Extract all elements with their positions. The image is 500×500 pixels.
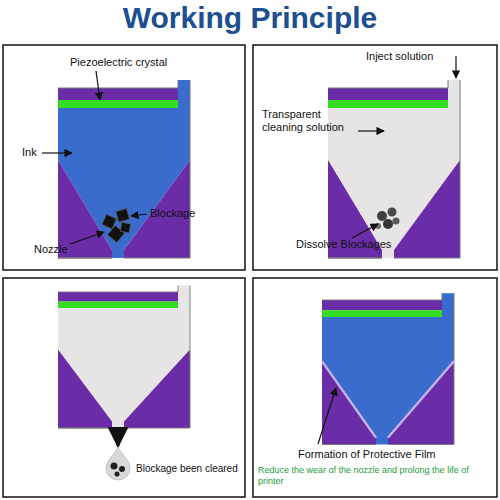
part-label: Formation of Protective Film <box>298 448 478 461</box>
part-label: Dissolve Blockages <box>296 238 426 251</box>
part-label: Ink <box>22 146 44 159</box>
part-label: Nozzle <box>34 243 74 256</box>
note-text: Reduce the wear of the nozzle and prolon… <box>258 465 494 487</box>
part-label: Transparent cleaning solution <box>262 108 358 134</box>
page-title: Working Principle <box>0 1 500 35</box>
part-label: Piezoelectric crystal <box>70 56 200 69</box>
part-label: Blockage <box>150 207 240 220</box>
part-label: Inject solution <box>366 50 452 63</box>
part-label: Blockage been cleared <box>136 463 244 475</box>
